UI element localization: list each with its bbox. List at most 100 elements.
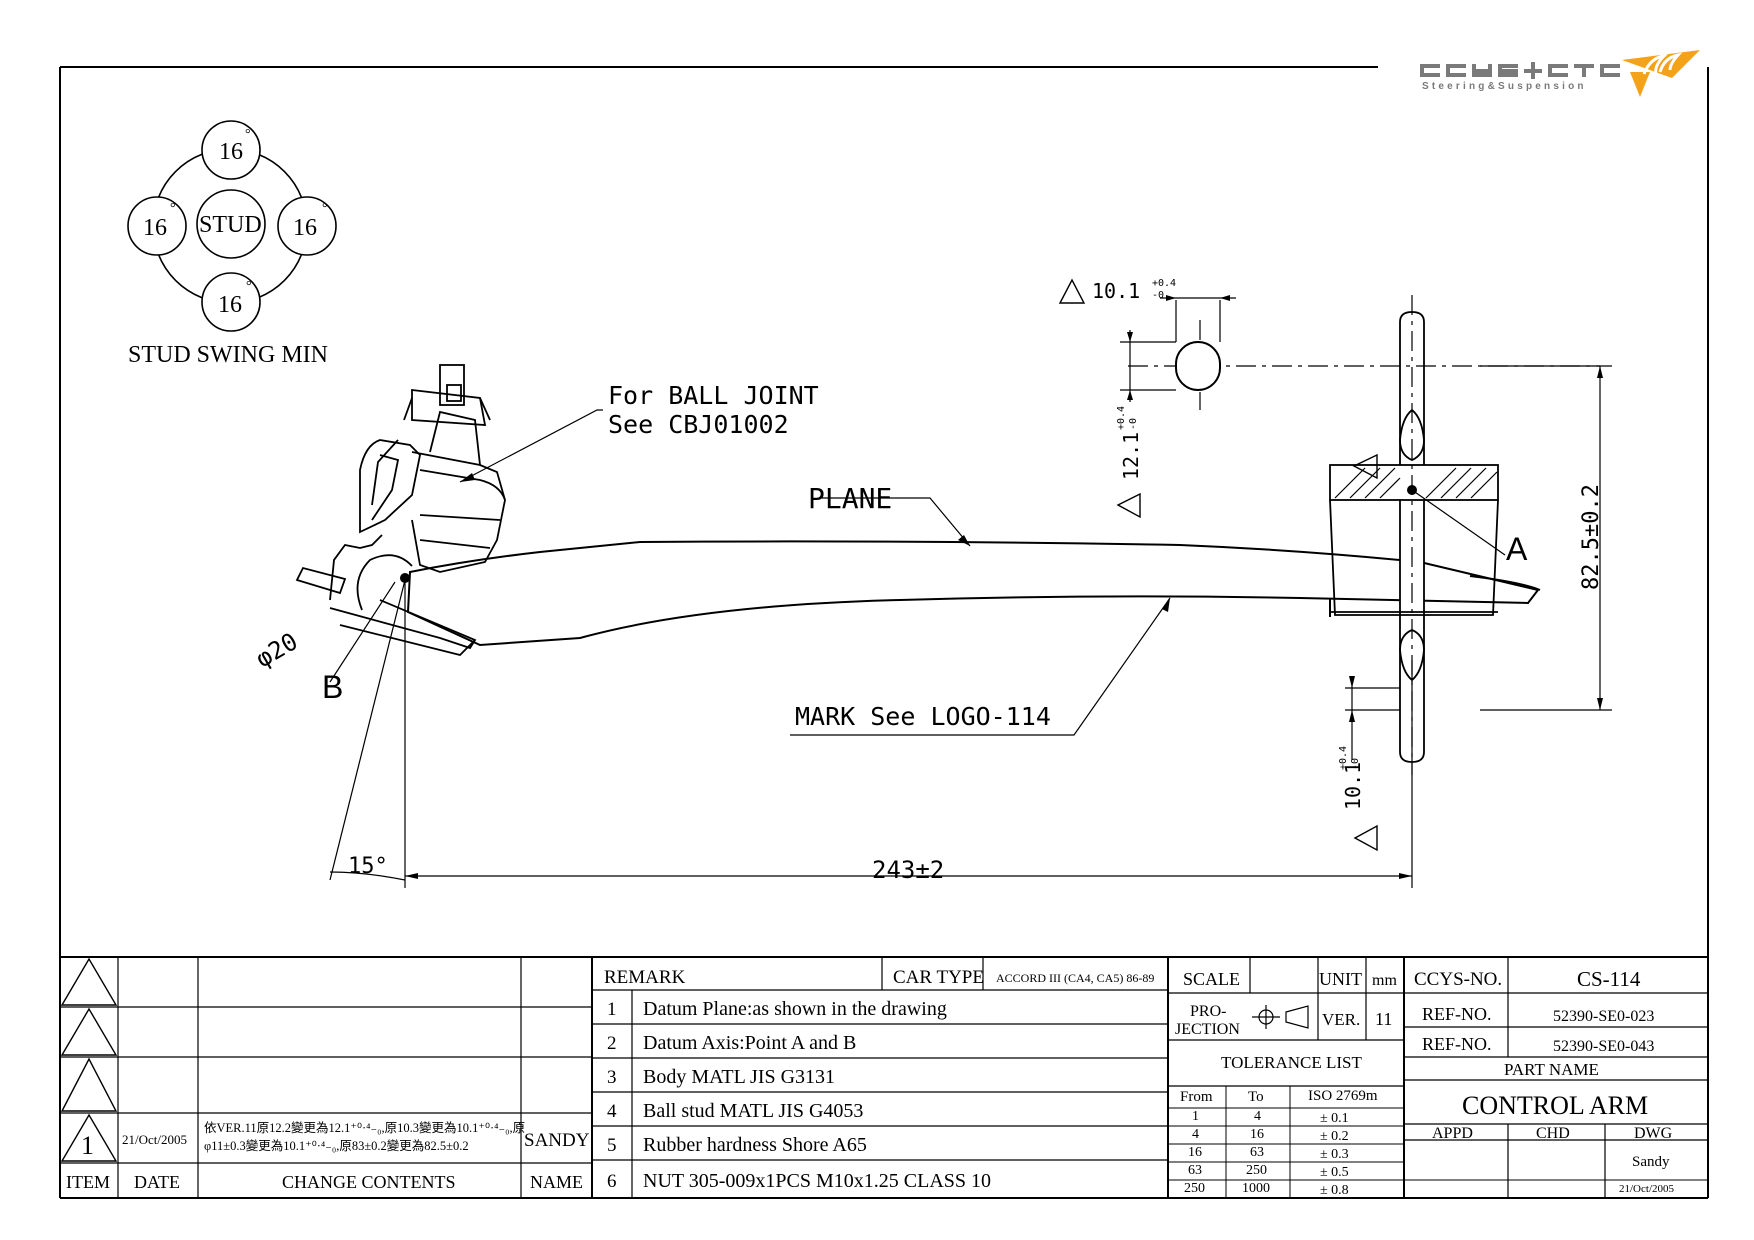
swing-top-deg: ° [245,127,251,142]
part-name-label: PART NAME [1504,1060,1599,1079]
dim-top-bore-plus: +0.4 [1152,278,1176,289]
company-logo: Steering&Suspension [1420,50,1700,97]
chd-label: CHD [1536,1125,1570,1142]
tol-val-1: ± 0.1 [1320,1111,1349,1126]
plane-note: PLANE [808,482,892,515]
tol-val-5: ± 0.8 [1320,1183,1349,1198]
swing-right: 16 [293,215,317,241]
hdr-name: NAME [530,1172,583,1192]
swing-left-deg: ° [170,201,176,216]
stud-swing-labels: 16 ° 16 ° STUD 16 ° 16 ° STUD SWING MIN [128,127,328,368]
dimension-lines [329,297,1612,888]
tol-to-3: 63 [1250,1145,1264,1160]
rev-item: 1 [81,1131,94,1160]
swing-center: STUD [199,212,262,238]
ccys-no-value: CS-114 [1577,967,1641,991]
unit-label: UNIT [1319,969,1362,989]
swing-caption: STUD SWING MIN [128,342,328,368]
dwg-date: 21/Oct/2005 [1619,1183,1674,1195]
title-block-text: 1 21/Oct/2005 依VER.11原12.2變更為12.1⁺⁰·⁴₋₀,… [66,967,1674,1198]
drawing-annotations: For BALL JOINT See CBJ01002 PLANE MARK S… [251,278,1604,884]
remark-no-4: 4 [607,1101,617,1122]
remark-title: REMARK [604,967,686,988]
dim-vert-bore-minus: -0 [1128,418,1139,430]
tol-from-4: 63 [1188,1163,1202,1178]
remark-text-4: Ball stud MATL JIS G4053 [643,1100,863,1122]
stud-swing-diagram [127,120,337,332]
point-a-label: A [1506,531,1528,567]
dim-lower-bore-plus: +0.4 [1338,746,1349,770]
ref2-label: REF-NO. [1422,1034,1492,1054]
angle-note: 15° [348,854,388,879]
logo-emblem [1622,50,1700,97]
projection-label-1: PRO- [1190,1003,1226,1020]
length-note: 243±2 [872,856,944,884]
tol-from-1: 1 [1192,1109,1199,1124]
dim-vert-bore-plus: +0.4 [1116,406,1127,430]
hdr-item: ITEM [66,1172,110,1192]
tol-from-3: 16 [1188,1145,1202,1160]
ball-joint [295,364,506,656]
bushing-hatch [1334,467,1498,499]
rev-contents-1: 依VER.11原12.2變更為12.1⁺⁰·⁴₋₀,原10.3變更為10.1⁺⁰… [204,1120,525,1135]
scale-label: SCALE [1183,969,1240,989]
dim-height: 82.5±0.2 [1579,484,1604,590]
unit-value: mm [1372,972,1397,989]
mark-note: MARK See LOGO-114 [795,702,1051,731]
ver-value: 11 [1375,1009,1392,1029]
car-type-label: CAR TYPE [893,967,984,988]
ver-label: VER. [1322,1010,1360,1029]
control-arm-body [406,540,1541,647]
rev-name: SANDY [524,1130,590,1151]
remark-no-5: 5 [607,1135,617,1156]
ball-joint-note-1: For BALL JOINT [608,381,819,410]
ref2-value: 52390-SE0-043 [1553,1038,1654,1055]
part-name: CONTROL ARM [1462,1091,1648,1120]
car-type-value: ACCORD III (CA4, CA5) 86-89 [996,971,1154,985]
ref1-label: REF-NO. [1422,1004,1492,1024]
tol-to-5: 1000 [1242,1181,1270,1196]
remark-no-6: 6 [607,1171,617,1192]
tol-to-4: 250 [1246,1163,1267,1178]
appd-label: APPD [1432,1125,1473,1142]
bore-circle [1175,341,1221,391]
ball-joint-note-2: See CBJ01002 [608,410,789,439]
projection-label-2: JECTION [1175,1021,1240,1038]
tol-hdr-from: From [1180,1089,1213,1105]
remark-text-1: Datum Plane:as shown in the drawing [643,998,947,1020]
tol-from-5: 250 [1184,1181,1205,1196]
hdr-contents: CHANGE CONTENTS [282,1172,456,1192]
tol-to-1: 4 [1254,1109,1261,1124]
point-b-label: B [322,669,343,705]
tol-val-2: ± 0.2 [1320,1129,1349,1144]
projection-symbol [1252,1005,1309,1029]
remark-no-1: 1 [607,999,617,1020]
swing-bottom-deg: ° [246,279,252,294]
revision-triangles [60,957,118,1162]
remark-text-5: Rubber hardness Shore A65 [643,1134,867,1156]
dwg-label: DWG [1634,1125,1673,1142]
dim-lower-bore: 10.1 [1341,762,1365,810]
ccys-no-label: CCYS-NO. [1414,969,1502,990]
datum-triangles [1058,278,1378,852]
dim-vert-bore: 12.1 [1119,432,1143,480]
tol-from-2: 4 [1192,1127,1199,1142]
remark-text-3: Body MATL JIS G3131 [643,1066,835,1088]
remark-text-2: Datum Axis:Point A and B [643,1032,856,1054]
point-labels: B A [322,531,1528,705]
tol-hdr-to: To [1248,1089,1264,1105]
swing-left: 16 [143,215,167,241]
tol-to-2: 16 [1250,1127,1264,1142]
logo-wordmark [1420,62,1620,79]
point-b-marker [400,573,410,583]
ref1-value: 52390-SE0-023 [1553,1008,1654,1025]
tol-val-4: ± 0.5 [1320,1165,1349,1180]
swing-bottom: 16 [218,292,242,318]
dim-top-bore-minus: -0 [1152,290,1164,301]
remark-no-2: 2 [607,1033,617,1054]
dim-lower-bore-minus: -0 [1350,758,1361,770]
remark-no-3: 3 [607,1067,617,1088]
logo-tagline: Steering&Suspension [1422,81,1587,92]
swing-right-deg: ° [322,201,328,216]
